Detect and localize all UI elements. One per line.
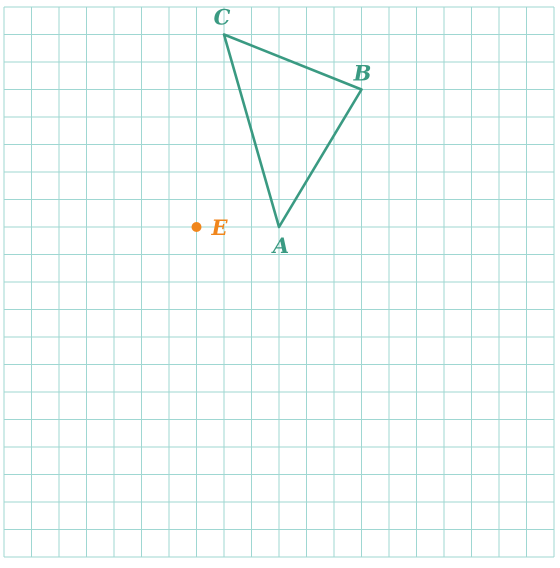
triangle-abc (222, 33, 363, 229)
grid (3, 6, 555, 558)
point-e-marker (191, 222, 202, 232)
vertex-c-label: C (214, 5, 231, 30)
point-e-label: E (211, 215, 229, 240)
vertex-a-label: A (271, 233, 289, 258)
vertex-b-label: B (353, 61, 372, 86)
